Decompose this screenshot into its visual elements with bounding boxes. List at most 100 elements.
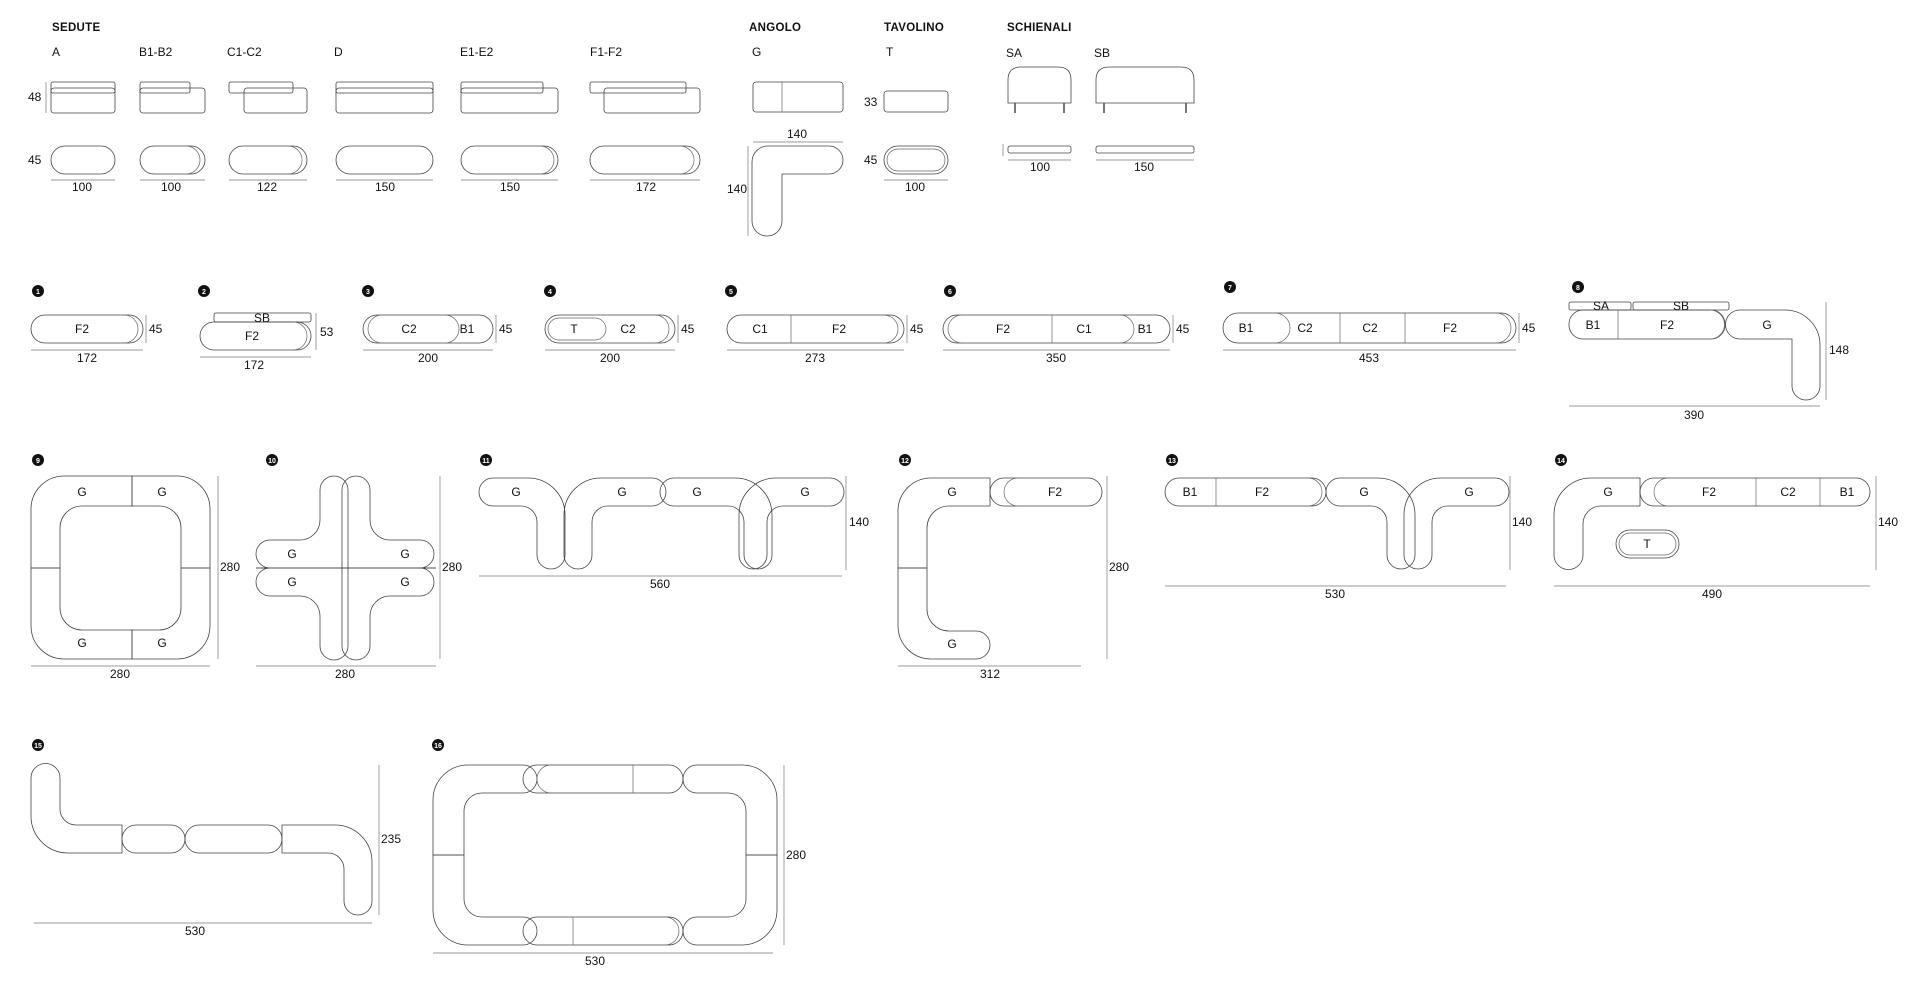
composition-width: 453 (1359, 351, 1379, 365)
composition-number: 8 (1576, 285, 1580, 292)
composition-15: 15 235 530 (30, 739, 401, 938)
composition-width: 390 (1684, 408, 1704, 422)
table-module (1615, 529, 1680, 559)
composition-depth: 45 (499, 322, 513, 336)
module-a-depth: 45 (28, 153, 42, 167)
catalogue: SEDUTE ANGOLO TAVOLINO SCHIENALI A 48 45… (28, 22, 1195, 237)
module-e-plan (460, 145, 559, 175)
module-e-width: 150 (500, 180, 520, 194)
composition-12: 12 G F2 G 280 312 (897, 454, 1129, 681)
backrest-sa-elevation (1007, 66, 1072, 104)
module-label: F2 (1443, 321, 1457, 335)
composition-width: 312 (980, 667, 1000, 681)
module-label: G (157, 485, 166, 499)
composition-number: 5 (729, 289, 733, 296)
module-g-plan (751, 145, 844, 237)
composition-16: 16 280 530 (432, 739, 806, 968)
module-b-label: B1-B2 (139, 45, 173, 59)
backrest-sb-elevation (1095, 66, 1195, 104)
composition-number-badge (32, 454, 44, 466)
module-a-back (50, 81, 116, 94)
composition-width: 280 (335, 667, 355, 681)
corner-module (255, 567, 349, 661)
backrest-sa-label: SA (1006, 46, 1022, 60)
armrest-line (536, 764, 552, 794)
composition-number: 3 (366, 289, 370, 296)
composition-number-badge (480, 454, 492, 466)
module-label: G (1603, 485, 1612, 499)
module-c: C1-C2 122 (227, 45, 308, 194)
armrest-line (883, 314, 899, 344)
composition-width: 172 (244, 358, 264, 372)
module-label: C2 (620, 322, 636, 336)
module-label: F2 (996, 322, 1010, 336)
module-label: C1 (752, 322, 768, 336)
module-g: G 140 140 (727, 45, 844, 237)
composition-width: 530 (185, 924, 205, 938)
module-label: G (77, 636, 86, 650)
composition-width: 200 (418, 351, 438, 365)
composition-width: 273 (805, 351, 825, 365)
module-g-label: G (752, 45, 761, 59)
composition-depth: 45 (1522, 321, 1536, 335)
seat-module (1639, 477, 1871, 507)
module-t-depth: 45 (864, 153, 878, 167)
composition-width: 490 (1702, 587, 1722, 601)
module-label: G (511, 485, 520, 499)
armrest-line (1003, 477, 1019, 507)
composition-2: 2 SB F2 53 172 (198, 285, 334, 372)
section-seats-title: SEDUTE (52, 22, 100, 34)
module-label: F2 (75, 322, 89, 336)
corner-module (281, 824, 373, 916)
module-t-width: 100 (905, 180, 925, 194)
module-c-label: C1-C2 (227, 45, 262, 59)
corner-module (341, 567, 436, 661)
composition-number-badge (432, 739, 444, 751)
module-label: F2 (245, 329, 259, 343)
module-label: SB (1673, 299, 1689, 313)
armrest-line (185, 145, 201, 175)
composition-number: 10 (268, 458, 276, 465)
backrest-sa-plan (1007, 145, 1072, 154)
section-backs-title: SCHIENALI (1007, 22, 1072, 34)
armrest-line (1307, 477, 1323, 507)
backrest-sb: SB 150 (1094, 46, 1195, 174)
corner-module (1553, 477, 1641, 570)
composition-number-badge (944, 285, 956, 297)
seat-module (184, 824, 283, 854)
composition-8: 8 SA SB B1 F2 G 148 390 (1568, 281, 1849, 422)
armrest-line (1274, 312, 1291, 344)
module-label: G (400, 575, 409, 589)
corner-module (432, 764, 538, 856)
seat-module (522, 764, 684, 794)
composition-6: 6 F2 C1 B1 45 350 (942, 285, 1190, 365)
module-t-inner (886, 148, 946, 172)
corner-module (341, 475, 436, 569)
module-label: G (947, 637, 956, 651)
composition-1: 1 F2 45 172 (30, 285, 163, 365)
armrest-line (1653, 477, 1669, 507)
module-label: B1 (1586, 318, 1601, 332)
module-label: G (1762, 318, 1771, 332)
module-label: C2 (1780, 485, 1796, 499)
module-g-depth: 140 (727, 182, 747, 196)
module-a-seat (50, 87, 116, 114)
seat-module (942, 314, 1171, 344)
composition-number-badge (899, 454, 911, 466)
corner-module (659, 477, 773, 570)
corner-module (738, 477, 845, 570)
composition-depth: 45 (149, 322, 163, 336)
module-label: G (400, 547, 409, 561)
composition-number-badge (32, 285, 44, 297)
backrest-sb-width: 150 (1134, 160, 1154, 174)
composition-number: 14 (1557, 458, 1565, 465)
module-t: T 33 45 100 (864, 45, 949, 194)
seat-module (989, 477, 1103, 507)
module-d: D 150 (334, 45, 434, 194)
module-c-width: 122 (257, 180, 277, 194)
module-b: B1-B2 100 (139, 45, 206, 194)
seat-module (522, 916, 684, 946)
composition-number: 1 (36, 289, 40, 296)
composition-number-badge (198, 285, 210, 297)
composition-11: 11 G G G G 140 560 (478, 454, 869, 591)
